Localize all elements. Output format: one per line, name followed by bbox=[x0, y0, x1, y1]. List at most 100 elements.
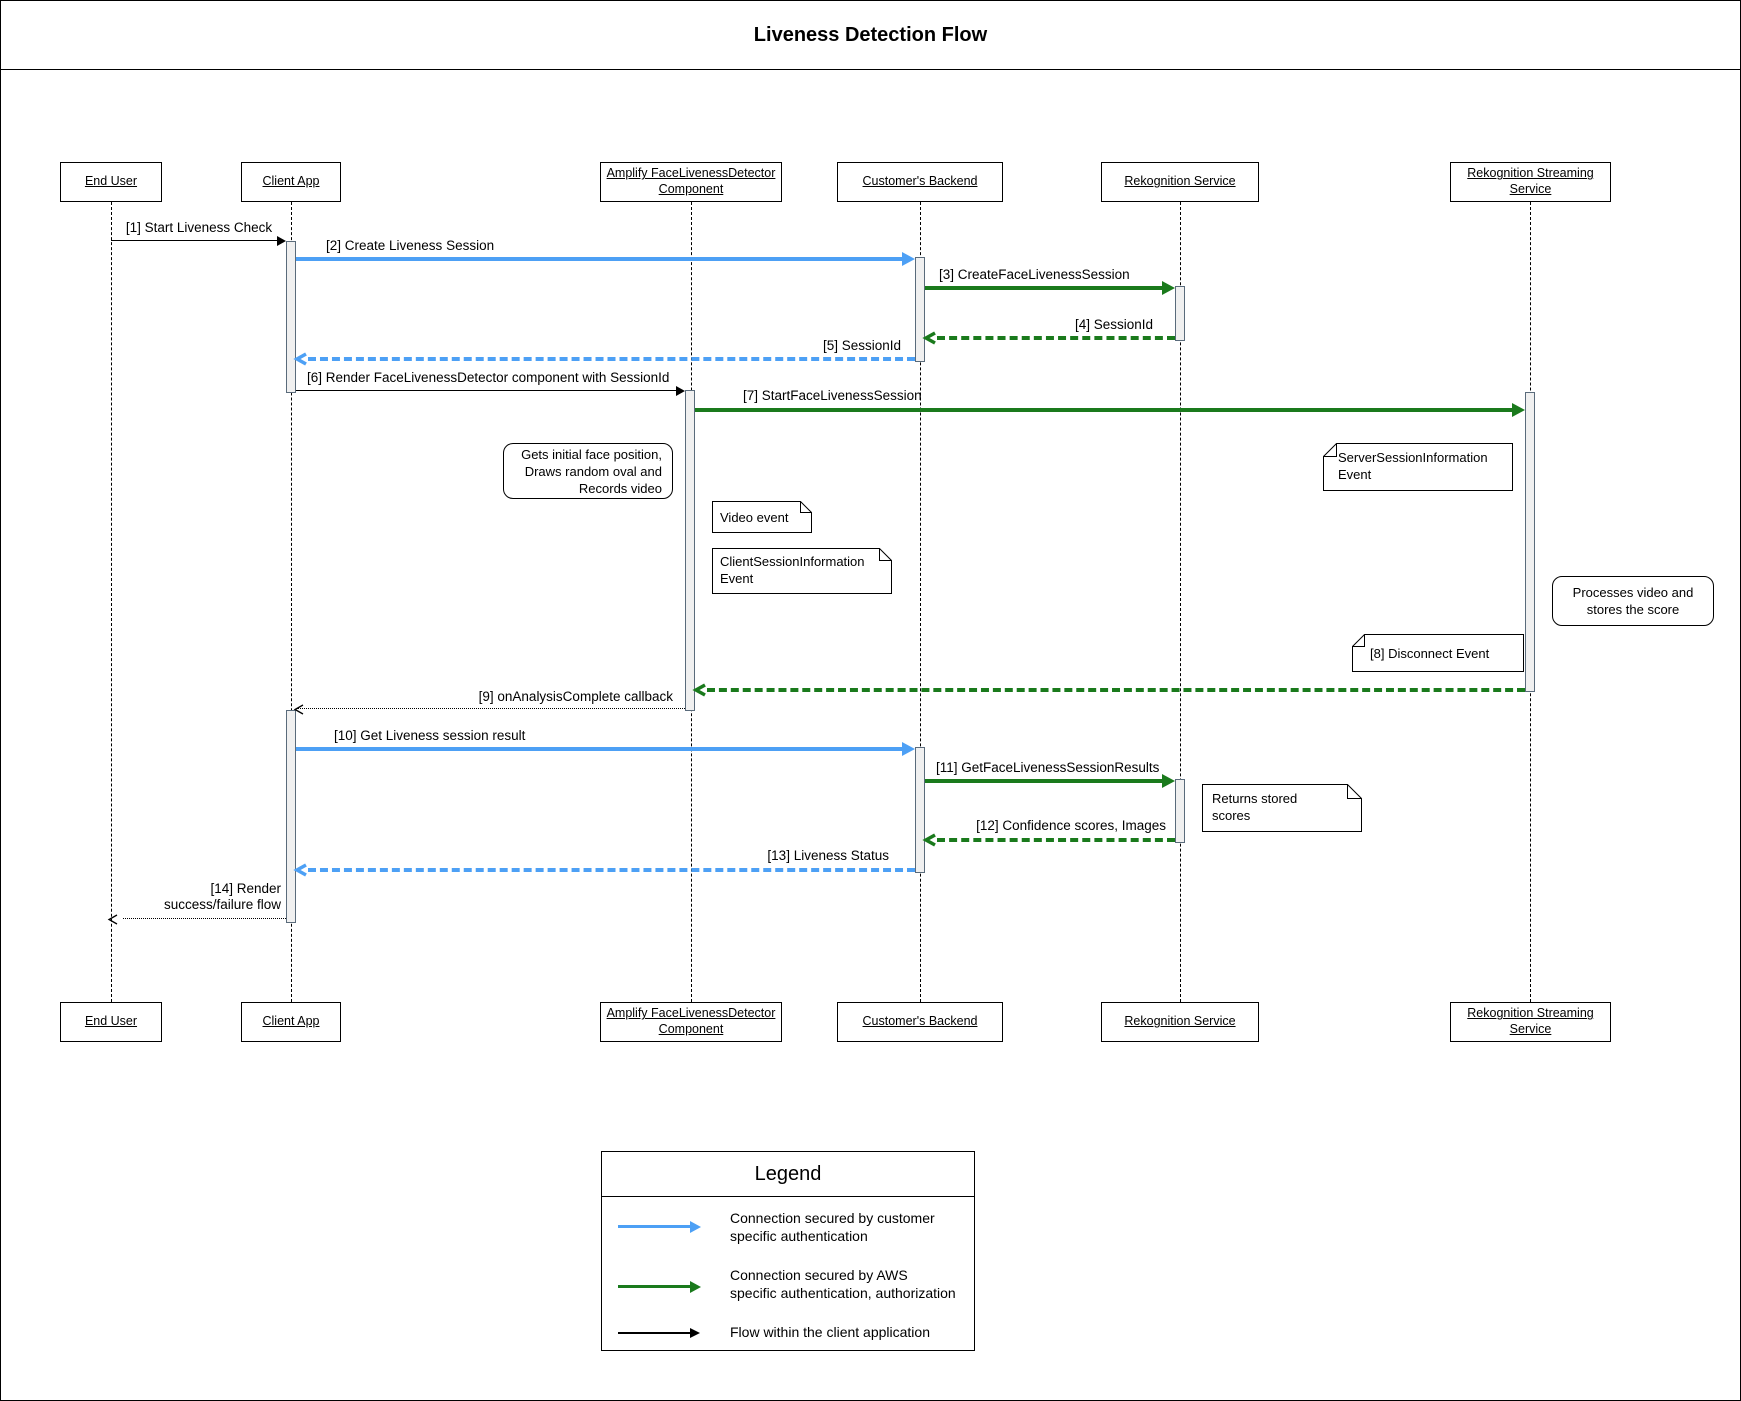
note-text: ServerSessionInformation Event bbox=[1338, 450, 1488, 482]
actor-client-app-top: Client App bbox=[241, 162, 341, 202]
diagram-title: Liveness Detection Flow bbox=[753, 23, 988, 46]
note-text: Video event bbox=[720, 510, 789, 525]
message-5-arrow bbox=[308, 357, 915, 361]
filled-arrowhead-icon bbox=[277, 236, 286, 246]
actor-label: Customer's Backend bbox=[862, 174, 978, 189]
legend-title: Legend bbox=[602, 1152, 974, 1197]
message-12-arrow bbox=[937, 838, 1175, 842]
filled-arrowhead-icon bbox=[690, 1280, 701, 1293]
message-5-label: [5] SessionId bbox=[822, 338, 901, 353]
activation-rekognition-2 bbox=[1175, 779, 1185, 843]
actor-rekognition-service-top: Rekognition Service bbox=[1101, 162, 1259, 202]
note-text: ClientSessionInformation Event bbox=[720, 554, 865, 586]
message-7-label: [7] StartFaceLivenessSession bbox=[743, 388, 922, 403]
message-14-arrow bbox=[123, 918, 286, 919]
message-8-disconnect-arrow bbox=[707, 688, 1525, 692]
actor-rekognition-streaming-top: Rekognition Streaming Service bbox=[1450, 162, 1611, 202]
chevron-arrowhead-icon bbox=[922, 833, 936, 847]
message-6-label: [6] Render FaceLivenessDetector componen… bbox=[307, 370, 670, 385]
actor-label: Customer's Backend bbox=[862, 1014, 978, 1029]
server-session-note: ServerSessionInformation Event bbox=[1323, 443, 1513, 491]
actor-label: Rekognition Streaming Service bbox=[1467, 1006, 1594, 1036]
face-position-note: Gets initial face position, Draws random… bbox=[503, 443, 673, 499]
lifeline-client-app bbox=[291, 202, 292, 1002]
legend-client-flow-arrow bbox=[618, 1332, 692, 1334]
note-shape-icon bbox=[1352, 634, 1524, 672]
message-12-label: [12] Confidence scores, Images bbox=[976, 818, 1166, 833]
message-2-arrow bbox=[296, 257, 903, 261]
actor-end-user-top: End User bbox=[60, 162, 162, 202]
actor-rekognition-streaming-bottom: Rekognition Streaming Service bbox=[1450, 1002, 1611, 1042]
video-event-note: Video event bbox=[712, 501, 812, 533]
message-9-arrow bbox=[297, 708, 685, 709]
actor-label: Rekognition Streaming Service bbox=[1467, 166, 1594, 196]
lifeline-rekognition-service bbox=[1180, 202, 1181, 1002]
message-11-arrow bbox=[925, 779, 1163, 783]
activation-amplify bbox=[685, 390, 695, 711]
message-7-arrow bbox=[695, 408, 1513, 412]
actor-label: Client App bbox=[262, 174, 320, 189]
chevron-arrowhead-icon bbox=[293, 352, 307, 366]
legend-item-customer-auth: Connection secured by customer specific … bbox=[730, 1210, 935, 1244]
actor-amplify-component-top: Amplify FaceLivenessDetector Component bbox=[600, 162, 782, 202]
activation-client-app-1 bbox=[286, 241, 296, 393]
message-9-label: [9] onAnalysisComplete callback bbox=[478, 689, 673, 704]
filled-arrowhead-icon bbox=[690, 1328, 700, 1338]
actor-label: End User bbox=[84, 1014, 138, 1029]
legend-box: Legend Connection secured by customer sp… bbox=[601, 1151, 975, 1351]
message-13-arrow bbox=[308, 868, 915, 872]
filled-arrowhead-icon bbox=[690, 1220, 701, 1233]
actor-label: Amplify FaceLivenessDetector Component bbox=[606, 166, 776, 196]
legend-aws-auth-arrow bbox=[618, 1285, 692, 1288]
actor-label: Amplify FaceLivenessDetector Component bbox=[606, 1006, 776, 1036]
message-6-arrow bbox=[296, 390, 677, 391]
actor-customers-backend-top: Customer's Backend bbox=[837, 162, 1003, 202]
filled-arrowhead-icon bbox=[1162, 774, 1175, 788]
message-1-arrow bbox=[111, 240, 278, 241]
message-14-label: [14] Render success/failure flow bbox=[163, 881, 281, 912]
actor-client-app-bottom: Client App bbox=[241, 1002, 341, 1042]
message-2-label: [2] Create Liveness Session bbox=[326, 238, 495, 253]
filled-arrowhead-icon bbox=[1162, 281, 1175, 295]
message-1-label: [1] Start Liveness Check bbox=[125, 220, 273, 235]
message-11-label: [11] GetFaceLivenessSessionResults bbox=[936, 760, 1160, 775]
actor-label: Client App bbox=[262, 1014, 320, 1029]
filled-arrowhead-icon bbox=[1512, 403, 1525, 417]
note-text: [8] Disconnect Event bbox=[1370, 646, 1490, 661]
chevron-arrowhead-icon bbox=[922, 331, 936, 345]
message-13-label: [13] Liveness Status bbox=[767, 848, 889, 863]
message-10-label: [10] Get Liveness session result bbox=[334, 728, 526, 743]
activation-backend-1 bbox=[915, 257, 925, 362]
lifeline-customers-backend bbox=[920, 202, 921, 1002]
actor-label: End User bbox=[84, 174, 138, 189]
message-3-label: [3] CreateFaceLivenessSession bbox=[939, 267, 1130, 282]
actor-end-user-bottom: End User bbox=[60, 1002, 162, 1042]
actor-label: Rekognition Service bbox=[1124, 1014, 1236, 1029]
activation-streaming bbox=[1525, 392, 1535, 692]
processes-video-note: Processes video and stores the score bbox=[1552, 576, 1714, 626]
message-10-arrow bbox=[296, 747, 903, 751]
message-4-label: [4] SessionId bbox=[1074, 317, 1153, 332]
activation-rekognition-1 bbox=[1175, 286, 1185, 341]
disconnect-note: [8] Disconnect Event bbox=[1352, 634, 1524, 672]
message-4-arrow bbox=[937, 336, 1175, 340]
client-session-note: ClientSessionInformation Event bbox=[712, 548, 892, 594]
actor-label: Rekognition Service bbox=[1124, 174, 1236, 189]
legend-customer-auth-arrow bbox=[618, 1225, 692, 1228]
legend-item-aws-auth: Connection secured by AWS specific authe… bbox=[730, 1267, 956, 1301]
filled-arrowhead-icon bbox=[902, 252, 915, 266]
note-shape-icon bbox=[712, 501, 812, 533]
note-shape-icon bbox=[712, 548, 892, 594]
note-shape-icon bbox=[1202, 784, 1362, 832]
note-text: Returns stored scores bbox=[1212, 791, 1298, 823]
chevron-arrowhead-icon bbox=[293, 863, 307, 877]
note-shape-icon bbox=[1323, 443, 1513, 491]
message-3-arrow bbox=[925, 286, 1163, 290]
diagram-title-bar: Liveness Detection Flow bbox=[1, 1, 1740, 70]
open-arrowhead-icon bbox=[107, 914, 118, 925]
actor-amplify-component-bottom: Amplify FaceLivenessDetector Component bbox=[600, 1002, 782, 1042]
chevron-arrowhead-icon bbox=[692, 683, 706, 697]
activation-client-app-2 bbox=[286, 710, 296, 923]
actor-customers-backend-bottom: Customer's Backend bbox=[837, 1002, 1003, 1042]
